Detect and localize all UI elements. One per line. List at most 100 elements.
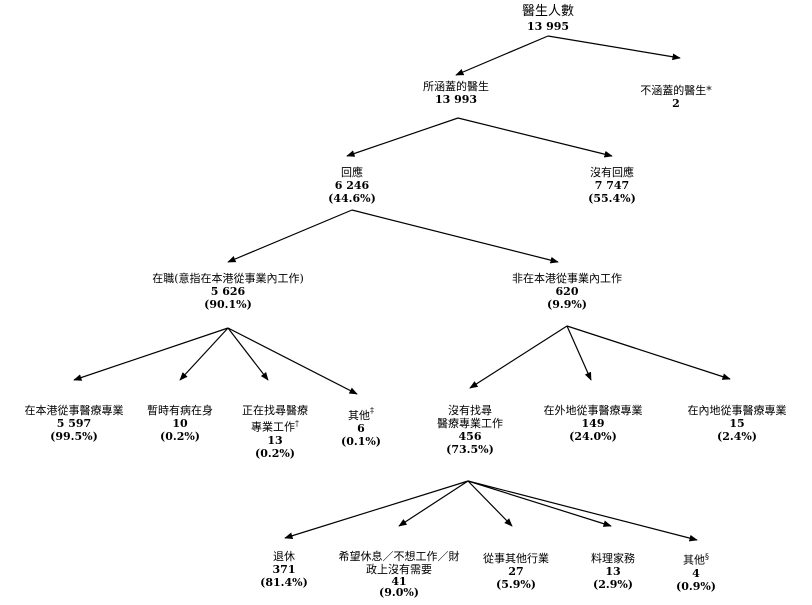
node-percent: (0.1%) <box>341 435 381 448</box>
node-label: 從事其他行業 <box>483 552 549 565</box>
arrow-not-seeking-others <box>467 480 698 542</box>
node-count: 149 <box>581 417 605 430</box>
node-percent: (0.2%) <box>160 430 200 443</box>
node-label-line2: 醫療專業工作 <box>437 417 503 430</box>
node-percent: (9.0%) <box>379 586 419 599</box>
node-count: 13 <box>267 433 283 447</box>
node-label: 非在本港從事業內工作 <box>512 272 622 285</box>
node-label: 在本港從事醫療專業 <box>24 404 124 417</box>
arrow-employed-seeking <box>227 327 269 381</box>
node-label: 不涵蓋的醫生* <box>640 84 712 97</box>
node-practising-in-hk: 在本港從事醫療專業 5 597 (99.5%) <box>12 404 136 443</box>
arrow-not-employed-not-seeking <box>469 325 568 389</box>
node-label: 其他‡ <box>334 404 388 422</box>
node-label: 在外地從事醫療專業 <box>543 404 643 417</box>
node-label-line2: 政上沒有需要 <box>366 563 432 576</box>
node-practising-overseas: 在外地從事醫療專業 149 (24.0%) <box>530 404 656 443</box>
node-label-line1: 沒有找尋 <box>448 404 492 417</box>
arrow-responded-employed <box>227 209 353 263</box>
arrow-responded-not-employed <box>351 209 559 264</box>
arrow-employed-hk <box>73 327 229 381</box>
node-percent: (9.9%) <box>547 298 587 311</box>
node-percent: (24.0%) <box>569 430 617 443</box>
node-count: 456 <box>458 430 482 443</box>
node-percent: (2.9%) <box>593 578 633 591</box>
node-label: 在內地從事醫療專業 <box>687 404 787 417</box>
node-percent: (2.4%) <box>717 430 757 443</box>
node-percent: (5.9%) <box>496 578 536 591</box>
node-seeking-medical-work: 正在找尋醫療 專業工作† 13 (0.2%) <box>230 404 320 460</box>
node-percent: (90.1%) <box>204 298 252 311</box>
node-count: 10 <box>172 417 188 430</box>
arrow-not-seeking-retired <box>284 480 469 539</box>
node-percent: (55.4%) <box>588 192 636 205</box>
node-label-text: 其他 <box>348 409 370 422</box>
footnote-mark: † <box>295 419 299 428</box>
node-percent: (44.6%) <box>328 192 376 205</box>
arrow-employed-ill <box>179 327 229 381</box>
node-count: 41 <box>391 575 407 588</box>
arrow-employed-others <box>227 327 358 395</box>
node-label: 其他§ <box>668 550 724 567</box>
node-label: 所涵蓋的醫生 <box>423 80 489 93</box>
node-label: 暫時有病在身 <box>147 404 213 417</box>
arrow-total-not-covered <box>547 35 681 61</box>
node-count: 371 <box>272 563 296 576</box>
node-label: 退休 <box>273 550 295 563</box>
node-not-covered-doctors: 不涵蓋的醫生* 2 <box>628 84 724 110</box>
node-covered-doctors: 所涵蓋的醫生 13 993 <box>408 80 504 106</box>
node-others-not-seeking: 其他§ 4 (0.9%) <box>668 550 724 593</box>
node-count: 7 747 <box>594 179 630 192</box>
node-count: 4 <box>692 566 700 580</box>
node-count: 6 246 <box>334 179 370 192</box>
node-count: 2 <box>672 97 680 110</box>
arrow-covered-no-response <box>457 117 613 158</box>
node-temporarily-ill: 暫時有病在身 10 (0.2%) <box>134 404 226 443</box>
arrow-not-employed-mainland <box>566 325 731 380</box>
node-count: 13 <box>605 565 621 578</box>
node-label-text: 專業工作 <box>251 420 295 434</box>
node-count: 13 995 <box>526 20 570 33</box>
node-percent: (99.5%) <box>50 430 98 443</box>
node-percent: (0.9%) <box>676 579 716 593</box>
node-retired: 退休 371 (81.4%) <box>254 550 314 589</box>
node-employed-in-hk: 在職(意指在本港從事業內工作) 5 626 (90.1%) <box>138 272 318 311</box>
node-count: 15 <box>729 417 745 430</box>
node-percent: (0.2%) <box>255 446 295 460</box>
node-other-trade: 從事其他行業 27 (5.9%) <box>470 552 562 591</box>
node-label: 沒有回應 <box>590 166 634 179</box>
node-responded: 回應 6 246 (44.6%) <box>304 166 400 205</box>
node-count: 27 <box>508 565 524 578</box>
node-label: 醫生人數 <box>521 4 574 19</box>
node-count: 13 993 <box>434 93 478 106</box>
node-label-line1: 正在找尋醫療 <box>242 404 308 417</box>
node-percent: (81.4%) <box>260 576 308 589</box>
node-count: 5 597 <box>56 417 92 430</box>
node-total-doctors: 醫生人數 13 995 <box>496 4 600 33</box>
footnote-mark: § <box>705 552 709 561</box>
node-not-employed-in-hk: 非在本港從事業內工作 620 (9.9%) <box>490 272 644 311</box>
node-count: 6 <box>357 422 365 435</box>
node-label: 在職(意指在本港從事業內工作) <box>152 272 304 285</box>
arrow-not-seeking-housework <box>467 480 612 527</box>
node-housework: 料理家務 13 (2.9%) <box>574 552 652 591</box>
arrow-not-seeking-other-trade <box>467 480 513 527</box>
node-rest-no-need: 希望休息／不想工作／財 政上沒有需要 41 (9.0%) <box>326 550 472 598</box>
node-practising-mainland: 在內地從事醫療專業 15 (2.4%) <box>674 404 800 443</box>
arrow-not-seeking-rest <box>398 480 469 527</box>
node-percent: (73.5%) <box>446 443 494 456</box>
arrow-total-covered <box>455 35 549 76</box>
node-label: 料理家務 <box>591 552 635 565</box>
footnote-mark: ‡ <box>370 406 374 415</box>
arrow-covered-responded <box>346 117 459 157</box>
node-label-line2: 專業工作† <box>230 417 320 434</box>
node-label: 回應 <box>341 166 363 179</box>
node-label-text: 其他 <box>683 553 705 567</box>
node-others-employed: 其他‡ 6 (0.1%) <box>334 404 388 448</box>
node-count: 620 <box>555 285 579 298</box>
node-no-response: 沒有回應 7 747 (55.4%) <box>564 166 660 205</box>
arrow-not-employed-overseas <box>566 325 592 381</box>
node-count: 5 626 <box>210 285 246 298</box>
